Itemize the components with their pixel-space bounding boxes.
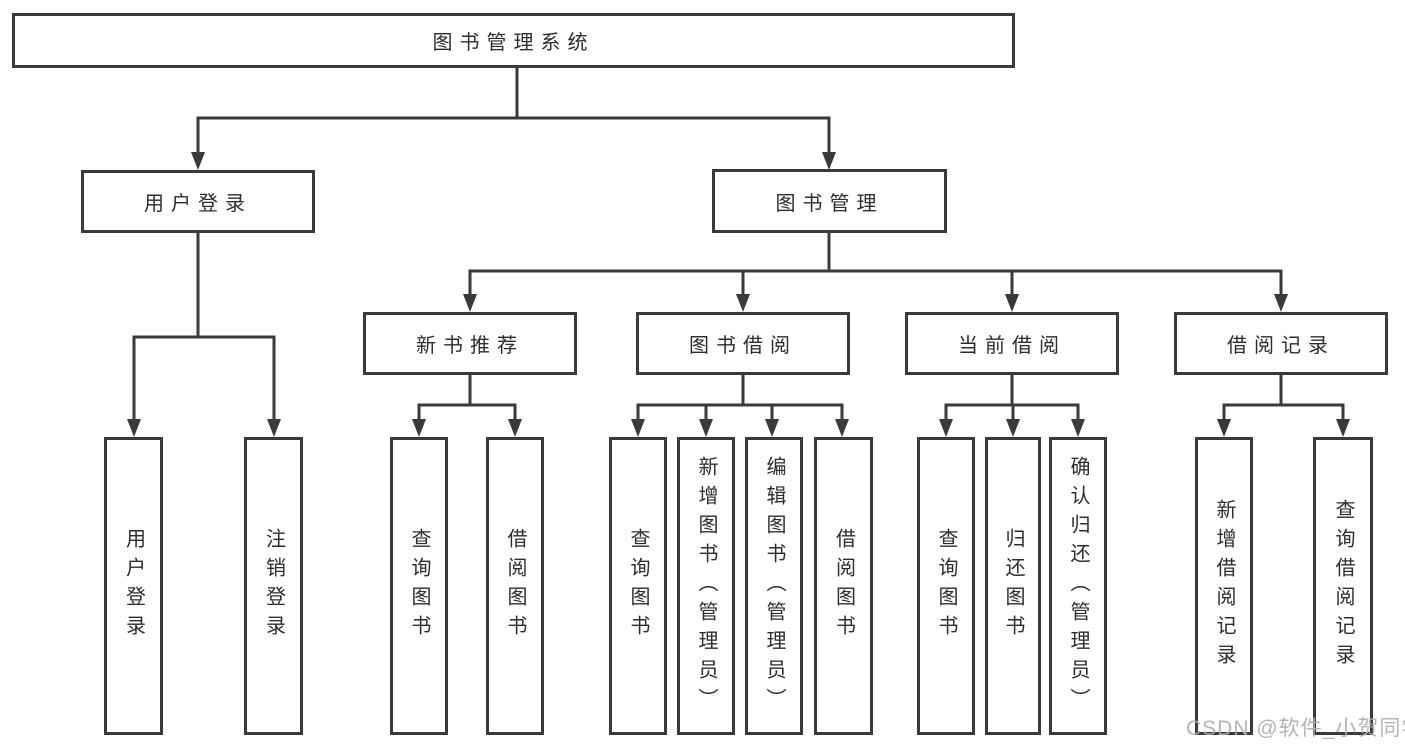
node-book-management: 图书管理 — [712, 169, 947, 233]
arrow-down-icon — [736, 294, 750, 312]
arrow-down-icon — [1274, 294, 1288, 312]
node-label: 图书管理系统 — [432, 32, 595, 54]
arrow-down-icon — [127, 419, 141, 437]
node-current-borrow: 当前借阅 — [905, 312, 1119, 375]
leaf-label: 查询图书 — [935, 528, 957, 644]
arrow-down-icon — [463, 294, 477, 312]
leaf-return-book: 归还图书 — [985, 437, 1041, 735]
node-book-borrow: 图书借阅 — [636, 312, 850, 375]
leaf-logout: 注销登录 — [244, 437, 303, 735]
leaf-label: 编辑图书（管理员） — [763, 455, 785, 717]
leaf-label: 新增图书（管理员） — [695, 455, 717, 717]
leaf-label: 归还图书 — [1002, 528, 1024, 644]
arrow-down-icon — [822, 152, 836, 170]
arrow-down-icon — [1005, 294, 1019, 312]
arrow-down-icon — [835, 419, 849, 437]
leaf-label: 用户登录 — [122, 528, 145, 644]
arrow-down-icon — [1071, 419, 1085, 437]
arrow-down-icon — [1336, 419, 1350, 437]
node-label: 用户登录 — [144, 193, 252, 215]
arrow-down-icon — [699, 419, 713, 437]
arrow-down-icon — [1006, 419, 1020, 437]
arrow-down-icon — [631, 419, 645, 437]
leaf-label: 借阅图书 — [832, 528, 855, 644]
leaf-query-borrow-record: 查询借阅记录 — [1313, 437, 1373, 735]
node-user-login: 用户登录 — [81, 170, 315, 233]
leaf-label: 查询图书 — [408, 528, 430, 644]
leaf-label: 查询借阅记录 — [1332, 499, 1354, 673]
leaf-add-book-admin: 新增图书（管理员） — [677, 437, 735, 735]
arrowheads — [127, 152, 1350, 437]
leaf-borrow-books-2: 借阅图书 — [814, 437, 873, 735]
leaf-query-books-3: 查询图书 — [917, 437, 975, 735]
node-label: 图书借阅 — [689, 335, 797, 357]
leaf-label: 新增借阅记录 — [1213, 499, 1235, 673]
node-label: 当前借阅 — [958, 335, 1066, 357]
node-new-book-recommend: 新书推荐 — [363, 312, 577, 375]
leaf-borrow-books-1: 借阅图书 — [486, 437, 544, 735]
arrow-down-icon — [191, 152, 205, 170]
leaf-label: 借阅图书 — [504, 528, 526, 644]
arrow-down-icon — [1217, 419, 1231, 437]
arrow-down-icon — [412, 419, 426, 437]
node-label: 图书管理 — [775, 192, 884, 215]
arrow-down-icon — [939, 419, 953, 437]
arrow-down-icon — [508, 419, 522, 437]
node-borrow-records: 借阅记录 — [1174, 312, 1388, 375]
leaf-confirm-return-admin: 确认归还（管理员） — [1049, 437, 1107, 735]
leaf-add-borrow-record: 新增借阅记录 — [1195, 437, 1253, 735]
connector-paths — [132, 68, 1345, 421]
leaf-label: 注销登录 — [262, 528, 285, 644]
leaf-user-login: 用户登录 — [104, 437, 163, 735]
node-root-system: 图书管理系统 — [12, 13, 1015, 68]
node-label: 新书推荐 — [416, 335, 524, 357]
arrow-down-icon — [765, 419, 779, 437]
leaf-query-books-2: 查询图书 — [609, 437, 667, 735]
node-label: 借阅记录 — [1227, 335, 1335, 357]
leaf-label: 确认归还（管理员） — [1067, 455, 1089, 717]
leaf-label: 查询图书 — [627, 528, 649, 644]
watermark: CSDN @软件_小贺同学 — [1186, 717, 1405, 740]
leaf-edit-book-admin: 编辑图书（管理员） — [745, 437, 803, 735]
leaf-query-books-1: 查询图书 — [390, 437, 448, 735]
arrow-down-icon — [267, 419, 281, 437]
